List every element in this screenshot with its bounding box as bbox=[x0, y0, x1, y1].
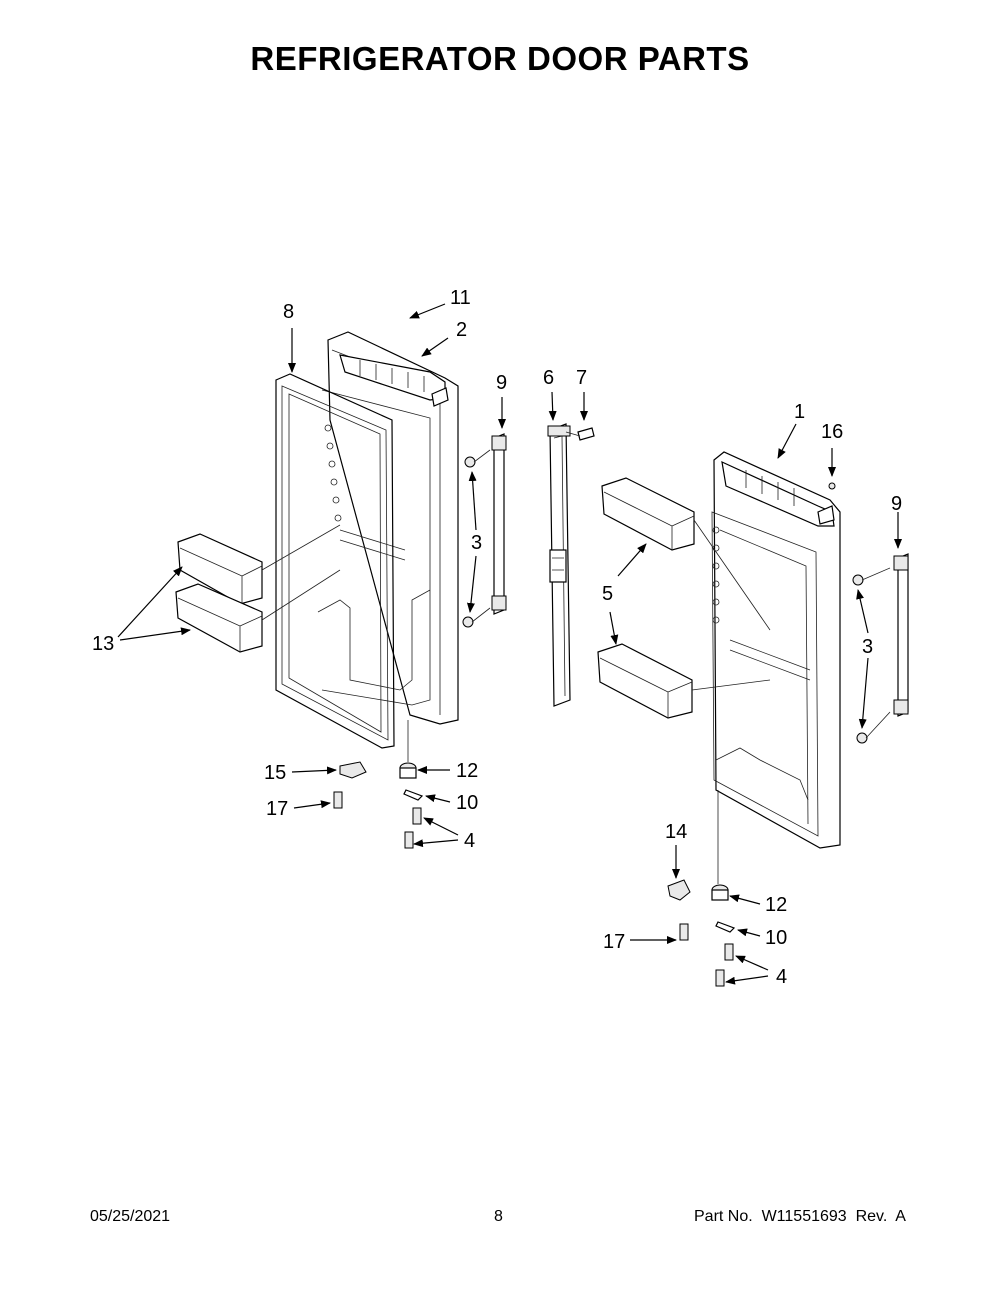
left-hinge-parts bbox=[333, 761, 367, 809]
callout-1: 1 bbox=[794, 401, 805, 423]
footer-date: 05/25/2021 bbox=[90, 1208, 171, 1225]
left-door-gasket bbox=[275, 373, 395, 749]
callout-12-right: 12 bbox=[765, 894, 787, 916]
page-title: REFRIGERATOR DOOR PARTS bbox=[250, 40, 750, 77]
callout-16: 16 bbox=[821, 421, 843, 443]
footer-part-number: Part No. W11551693 Rev. A bbox=[694, 1208, 906, 1225]
footer-page-number: 8 bbox=[494, 1208, 503, 1225]
callout-8: 8 bbox=[283, 301, 294, 323]
callout-labels: 8 11 2 9 6 7 3 13 15 17 12 10 4 1 16 9 5… bbox=[92, 287, 902, 988]
callout-15: 15 bbox=[264, 762, 286, 784]
callout-9-left: 9 bbox=[496, 372, 507, 394]
left-door-bins bbox=[175, 524, 341, 653]
right-lower-hinge bbox=[711, 790, 736, 987]
callout-3-right: 3 bbox=[862, 636, 873, 658]
callout-17-left: 17 bbox=[266, 798, 288, 820]
callout-13: 13 bbox=[92, 633, 114, 655]
right-door-bins bbox=[597, 477, 771, 719]
callout-12-left: 12 bbox=[456, 760, 478, 782]
center-mullion bbox=[547, 423, 595, 707]
callout-6: 6 bbox=[543, 367, 554, 389]
right-handle-mount bbox=[852, 553, 909, 744]
left-lower-hinge bbox=[399, 720, 424, 849]
callout-9-right: 9 bbox=[891, 493, 902, 515]
callout-14: 14 bbox=[665, 821, 687, 843]
callout-17-right: 17 bbox=[603, 931, 625, 953]
callout-4-right: 4 bbox=[776, 966, 787, 988]
callout-10-right: 10 bbox=[765, 927, 787, 949]
left-door-liner bbox=[317, 331, 459, 725]
leader-lines bbox=[117, 303, 902, 985]
right-door-liner bbox=[711, 451, 841, 849]
left-handle-mount bbox=[462, 433, 507, 628]
callout-3-left: 3 bbox=[471, 532, 482, 554]
callout-5-top: 5 bbox=[602, 583, 613, 605]
right-hinge-parts bbox=[667, 879, 691, 941]
callout-11: 11 bbox=[450, 287, 471, 309]
callout-10-left: 10 bbox=[456, 792, 478, 814]
callout-4-left: 4 bbox=[464, 830, 475, 852]
callout-2: 2 bbox=[456, 319, 467, 341]
callout-7: 7 bbox=[576, 367, 587, 389]
